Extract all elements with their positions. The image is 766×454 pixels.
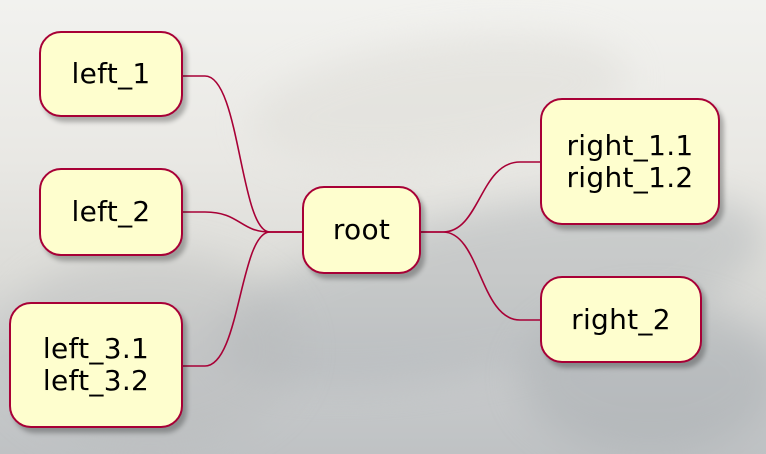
connector-root-right-2: [421, 231, 540, 321]
connector-root-left-2: [183, 211, 302, 233]
node-right-1-line-2: right_1.2: [566, 160, 694, 194]
node-root-label: root: [332, 213, 391, 246]
node-right-1-line-1: right_1.1: [566, 128, 694, 162]
node-right-1[interactable]: right_1.1 right_1.2: [540, 98, 720, 225]
node-left-2[interactable]: left_2: [39, 168, 183, 256]
node-right-2-label: right_2: [571, 302, 671, 336]
connector-root-left-3: [183, 231, 302, 367]
node-left-3[interactable]: left_3.1 left_3.2: [9, 302, 183, 428]
node-root[interactable]: root: [302, 186, 421, 274]
node-left-1[interactable]: left_1: [39, 31, 183, 117]
connector-root-left-1: [183, 75, 302, 233]
node-left-3-line-2: left_3.2: [42, 364, 150, 397]
node-right-2[interactable]: right_2: [540, 276, 702, 363]
connector-root-right-1: [421, 161, 540, 233]
node-left-2-label: left_2: [71, 195, 151, 228]
node-left-1-label: left_1: [71, 57, 151, 90]
node-left-3-line-1: left_3.1: [42, 332, 150, 365]
